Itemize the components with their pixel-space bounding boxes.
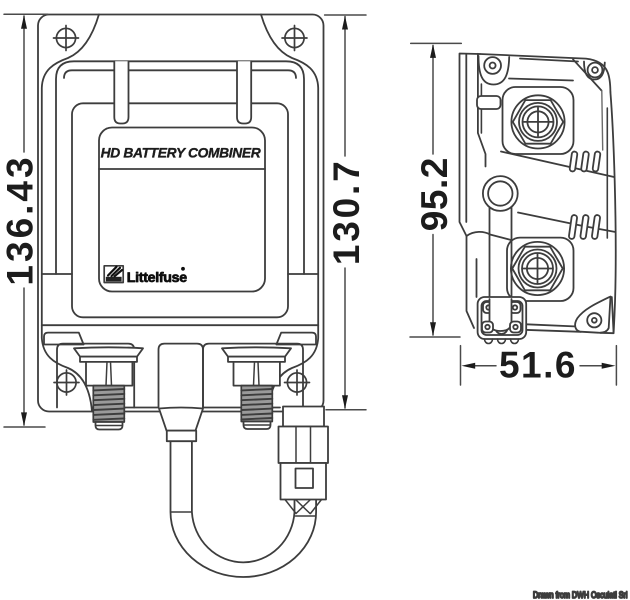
svg-text:95.2: 95.2 (414, 157, 455, 231)
svg-text:Drawn from DWH Osculati Srl: Drawn from DWH Osculati Srl (533, 590, 628, 600)
svg-text:130.7: 130.7 (326, 159, 367, 266)
svg-text:Littelfuse: Littelfuse (127, 270, 187, 286)
svg-text:136.43: 136.43 (0, 154, 41, 285)
svg-text:HD BATTERY COMBINER: HD BATTERY COMBINER (101, 146, 261, 161)
svg-text:51.6: 51.6 (499, 344, 577, 385)
